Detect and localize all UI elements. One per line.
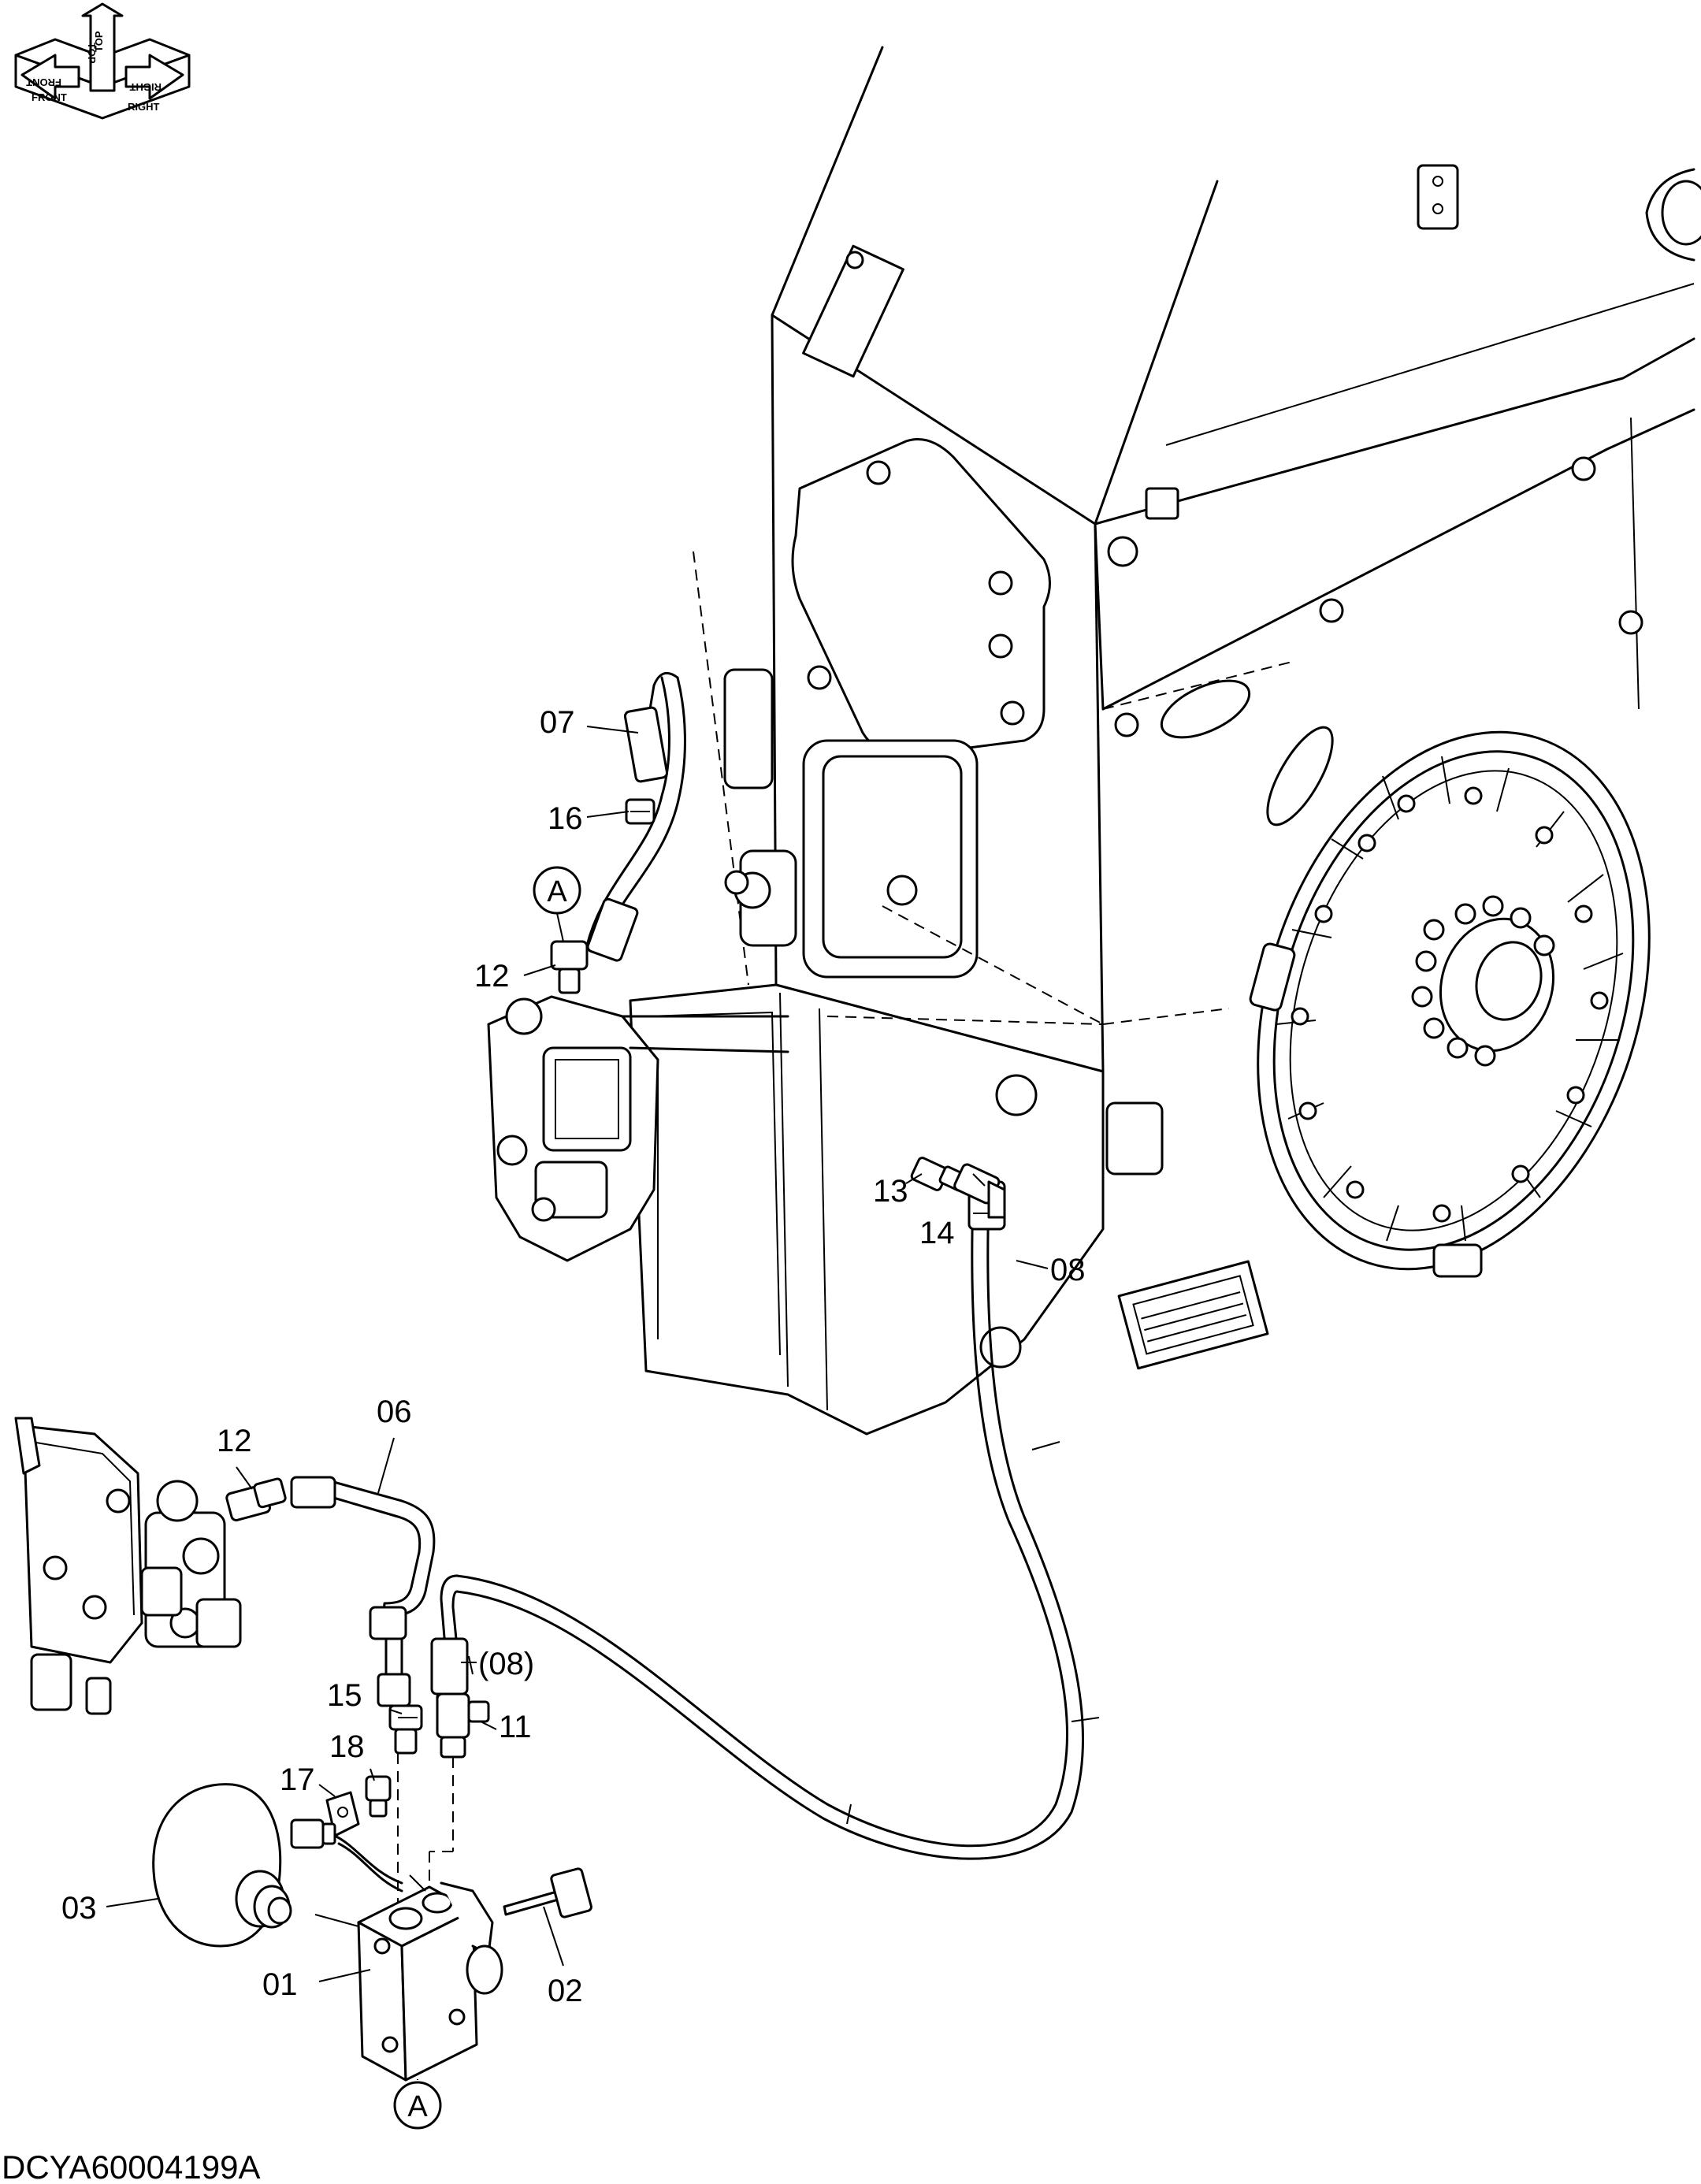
leader-lines [106,726,1049,1982]
fitting-16 [625,798,656,825]
callout-14: 14 [919,1216,955,1250]
callout-07: 07 [540,705,575,740]
callout-02: 02 [548,1974,583,2008]
callout-13: 13 [873,1174,908,1209]
pressure-switch [290,1818,403,1892]
orientation-icon: FRONT RIGHT TOP FRONT RIGHT TOP [14,2,191,120]
fitting-12-upper [550,940,589,994]
callout-12-upper: 12 [474,959,510,994]
orientation-front-mirror: FRONT [26,76,61,88]
hose-06 [290,1476,436,1707]
callout-11: 11 [499,1710,532,1744]
orientation-front: FRONT [32,91,67,103]
callout-06: 06 [377,1395,412,1429]
transmission-housing [629,46,1701,1436]
callout-01: 01 [262,1967,298,2002]
fitting-12-lower [225,1477,287,1522]
callout-17: 17 [280,1762,315,1797]
callout-15: 15 [327,1678,362,1713]
flywheel [1249,730,1651,1278]
valve-block-01 [357,1874,503,2082]
svg-text:A: A [407,2090,428,2123]
svg-text:A: A [547,875,567,908]
callout-03: 03 [61,1891,97,1926]
drawing-code: DCYA60004199A [2,2149,260,2184]
hose-07 [585,671,686,962]
callout-labels: 07 16 12 13 14 08 06 12 (08) 15 11 18 17… [61,705,1086,2008]
orientation-top: TOP [86,43,98,64]
callout-08-ref: (08) [478,1647,534,1681]
fitting-18 [365,1775,392,1818]
callout-16: 16 [548,801,583,836]
fitting-15 [388,1704,423,1755]
accumulator-03 [152,1783,292,1948]
connection-mark-a-upper: A [533,866,581,915]
connection-mark-a-lower: A [393,2081,442,2130]
orientation-right: RIGHT [128,101,160,113]
bolt-02 [503,1867,592,1918]
callout-12-lower: 12 [217,1424,252,1458]
hydraulic-pump [487,668,797,1339]
fitting-11 [436,1692,490,1759]
brake-valve-bracket [14,1417,242,1715]
fitting-14 [953,1163,1006,1219]
callout-08: 08 [1050,1253,1086,1287]
callout-18: 18 [329,1729,365,1764]
orientation-right-mirror: RIGHT [130,81,162,93]
orientation-top-mirror: TOP [93,31,105,52]
